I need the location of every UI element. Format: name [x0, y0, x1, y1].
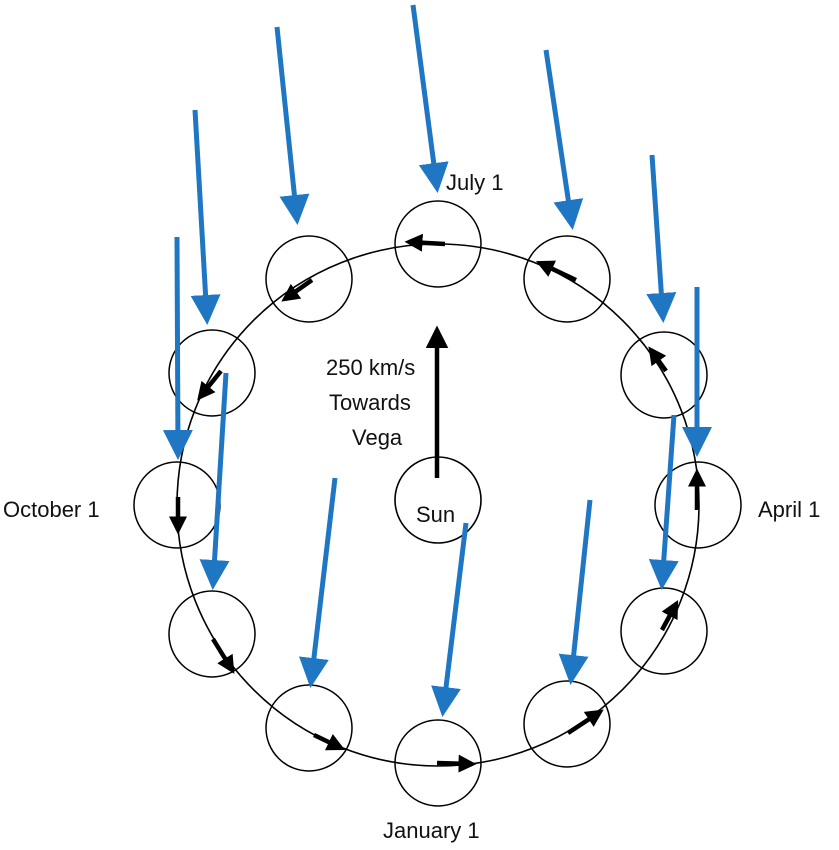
incoming-arrow-2 — [274, 26, 310, 225]
label-july: July 1 — [446, 170, 503, 195]
incoming-arrow-9 — [648, 414, 679, 590]
incoming-arrow-11 — [431, 522, 469, 717]
earth-position-jul — [394, 200, 482, 288]
incoming-arrow-6 — [162, 236, 193, 460]
label-october: October 1 — [3, 497, 100, 522]
earth-position-jan — [394, 719, 482, 807]
motion-arrow-jan — [436, 754, 477, 773]
motion-arrows — [169, 233, 706, 773]
incoming-arrow-8 — [199, 372, 230, 590]
earth-position-nov — [168, 590, 256, 678]
earth-position-feb — [523, 680, 611, 768]
earth-position-jun — [523, 235, 611, 323]
motion-arrow-nov — [211, 637, 235, 674]
motion-arrow-feb — [566, 709, 604, 735]
motion-arrow-sep — [197, 369, 223, 401]
incoming-arrow-10 — [299, 477, 338, 688]
earth-position-apr — [654, 461, 742, 549]
label-speed: 250 km/s — [326, 355, 415, 380]
motion-arrow-may — [648, 346, 668, 373]
label-january: January 1 — [383, 818, 480, 843]
label-towards: Towards — [329, 390, 411, 415]
earth-position-dec — [265, 684, 353, 772]
earth-position-may — [620, 331, 708, 419]
label-april: April 1 — [758, 497, 820, 522]
label-sun: Sun — [416, 502, 455, 527]
earth-position-sep — [168, 329, 256, 417]
incoming-arrow-5 — [646, 154, 677, 323]
motion-arrow-jun — [535, 260, 577, 283]
earth-position-aug — [265, 235, 353, 323]
incoming-arrow-3 — [543, 49, 584, 230]
motion-arrow-jul — [404, 233, 446, 252]
incoming-arrow-12 — [558, 499, 593, 685]
label-vega: Vega — [352, 425, 403, 450]
incoming-arrow-1 — [410, 4, 449, 193]
incoming-arrows — [162, 4, 712, 717]
motion-arrow-mar — [660, 600, 679, 632]
motion-arrow-aug — [281, 278, 314, 302]
incoming-arrow-4 — [190, 109, 221, 325]
motion-arrow-dec — [313, 732, 346, 751]
